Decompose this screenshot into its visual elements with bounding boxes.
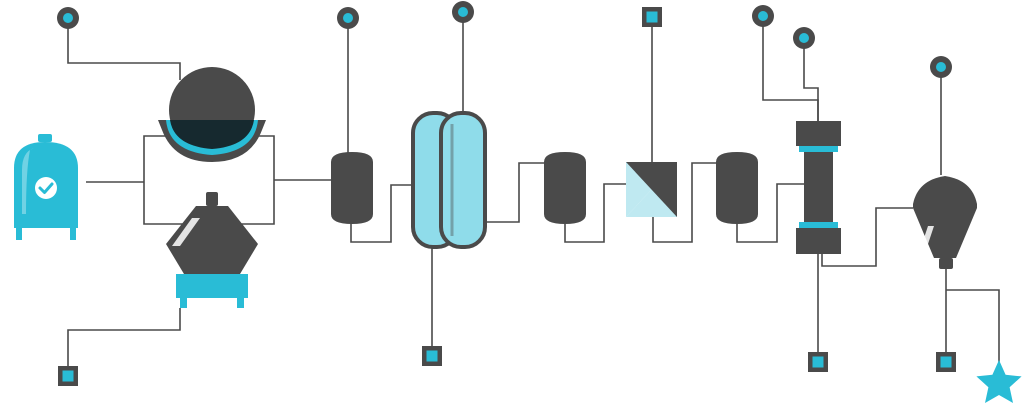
circle-sensor-icon[interactable] [337,7,359,29]
connector-lines [67,12,1000,376]
buffer-vessel-3 [716,152,758,224]
hopper-dryer [166,192,258,308]
final-hopper [913,176,977,269]
tank-check-icon [35,177,57,199]
circle-sensor-icon[interactable] [752,5,774,27]
circle-sensor-icon[interactable] [793,27,815,49]
square-sensor-icon[interactable] [936,352,956,372]
circle-sensor-icon[interactable] [452,1,474,23]
square-sensor-icon[interactable] [642,7,662,27]
circle-sensor-icon[interactable] [57,7,79,29]
lead-output [946,289,1000,368]
lead-sensor-2 [67,308,181,376]
sensor-nodes [57,1,1022,403]
circle-sensor-icon[interactable] [930,56,952,78]
lead-sensor-1 [67,18,181,80]
wire-filter-vessel3 [652,162,716,243]
lead-sensor-8 [803,38,819,121]
chromatography-column [796,121,841,254]
feed-tank [14,134,78,240]
square-sensor-icon[interactable] [422,346,442,366]
wire-column-hopper [821,207,913,267]
square-sensor-icon[interactable] [58,366,78,386]
buffer-vessel-1 [331,152,373,224]
square-sensor-icon[interactable] [808,352,828,372]
star-output-icon[interactable] [976,360,1022,403]
buffer-vessel-2 [544,152,586,224]
twin-column [411,111,487,249]
membrane-filter [626,162,677,217]
centrifuge [158,67,266,162]
wire-vessel2-filter [564,183,627,243]
wire-vessel1-down [350,184,412,243]
wire-vessel3-column [736,183,805,243]
wire-to-vessel-2 [486,162,544,223]
